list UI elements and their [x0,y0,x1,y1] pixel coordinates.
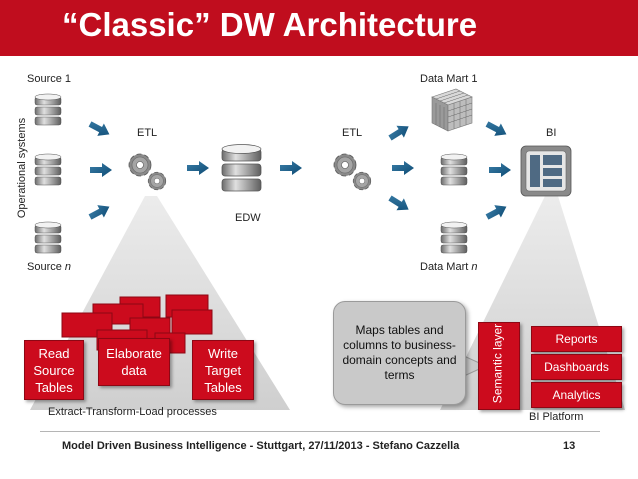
arrow-icon [187,161,209,175]
dashboards-box: Dashboards [531,354,622,380]
arrow-icon [386,120,413,144]
page-number: 13 [563,440,576,452]
title-bar [0,0,638,56]
arrow-icon [86,200,113,224]
gears-icon [128,153,167,191]
dashboard-icon [520,145,572,197]
arrow-icon [280,161,302,175]
write-target-tables-box: Write Target Tables [192,340,254,400]
arrow-icon [489,163,511,177]
semantic-layer-label: Semantic layer [490,323,505,404]
edw-label: EDW [235,212,261,224]
arrow-icon [86,117,113,141]
cube-icon [431,88,473,132]
source-n-label: Source n [27,261,71,273]
database-icon [34,221,62,254]
etl-right-label: ETL [342,127,363,139]
etl-caption: Extract-Transform-Load processes [48,406,217,418]
arrow-icon [483,200,510,224]
database-icon [34,93,62,126]
source-n-var: n [64,261,72,273]
footer-divider [40,431,600,432]
arrow-icon [392,161,414,175]
elaborate-data-box: Elaborate data [98,338,170,386]
source-1-label: Source 1 [27,73,72,85]
analytics-box: Analytics [531,382,622,408]
database-icon [440,221,468,254]
etl-left-label: ETL [137,127,158,139]
bi-platform-label: BI Platform [529,411,584,423]
database-icon [34,153,62,186]
footer-text: Model Driven Business Intelligence - Stu… [62,440,460,452]
arrow-icon [386,192,413,216]
source-n-prefix: Source [27,261,65,273]
read-source-tables-box: Read Source Tables [24,340,84,400]
semantic-callout: Maps tables and columns to business-doma… [333,301,466,405]
bi-label: BI [546,127,557,139]
reports-box: Reports [531,326,622,352]
data-mart-n-label: Data Mart n [420,261,477,273]
semantic-layer-box [478,322,520,410]
arrow-icon [90,163,112,177]
database-icon [440,153,468,186]
page-title: “Classic” DW Architecture [62,6,478,43]
database-icon [221,144,262,192]
arrow-icon [483,117,510,141]
data-mart-n-prefix: Data Mart [420,261,472,273]
gears-icon [333,153,372,191]
data-mart-n-var: n [471,261,478,273]
operational-systems-label: Operational systems [16,117,28,219]
data-mart-1-label: Data Mart 1 [420,73,478,85]
